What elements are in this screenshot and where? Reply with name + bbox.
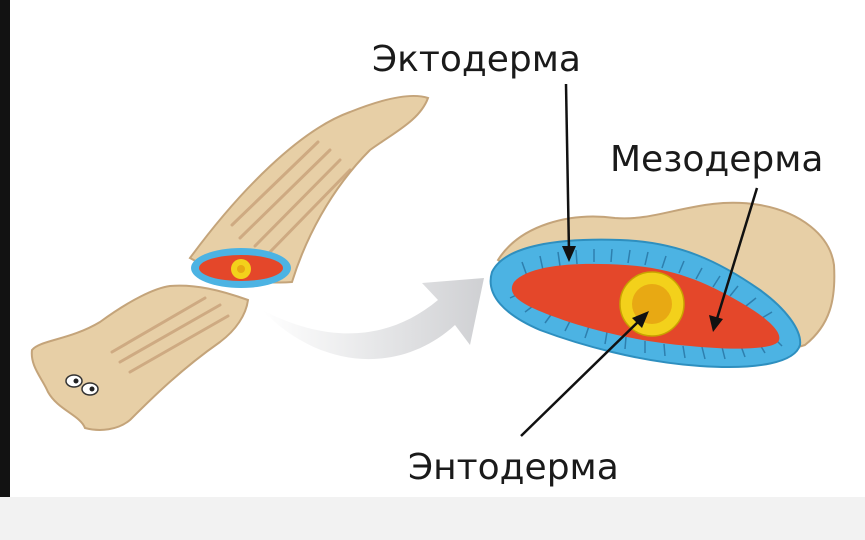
tail-gut <box>237 265 245 273</box>
planarian-tail-fragment <box>190 96 428 288</box>
mesoderm-label: Мезодерма <box>610 140 824 180</box>
transition-arrow <box>262 278 484 359</box>
cross-section <box>491 203 835 367</box>
endoderm-label: Энтодерма <box>408 448 619 488</box>
planarian-head-fragment <box>32 286 248 430</box>
ectoderm-label: Эктодерма <box>372 40 581 80</box>
